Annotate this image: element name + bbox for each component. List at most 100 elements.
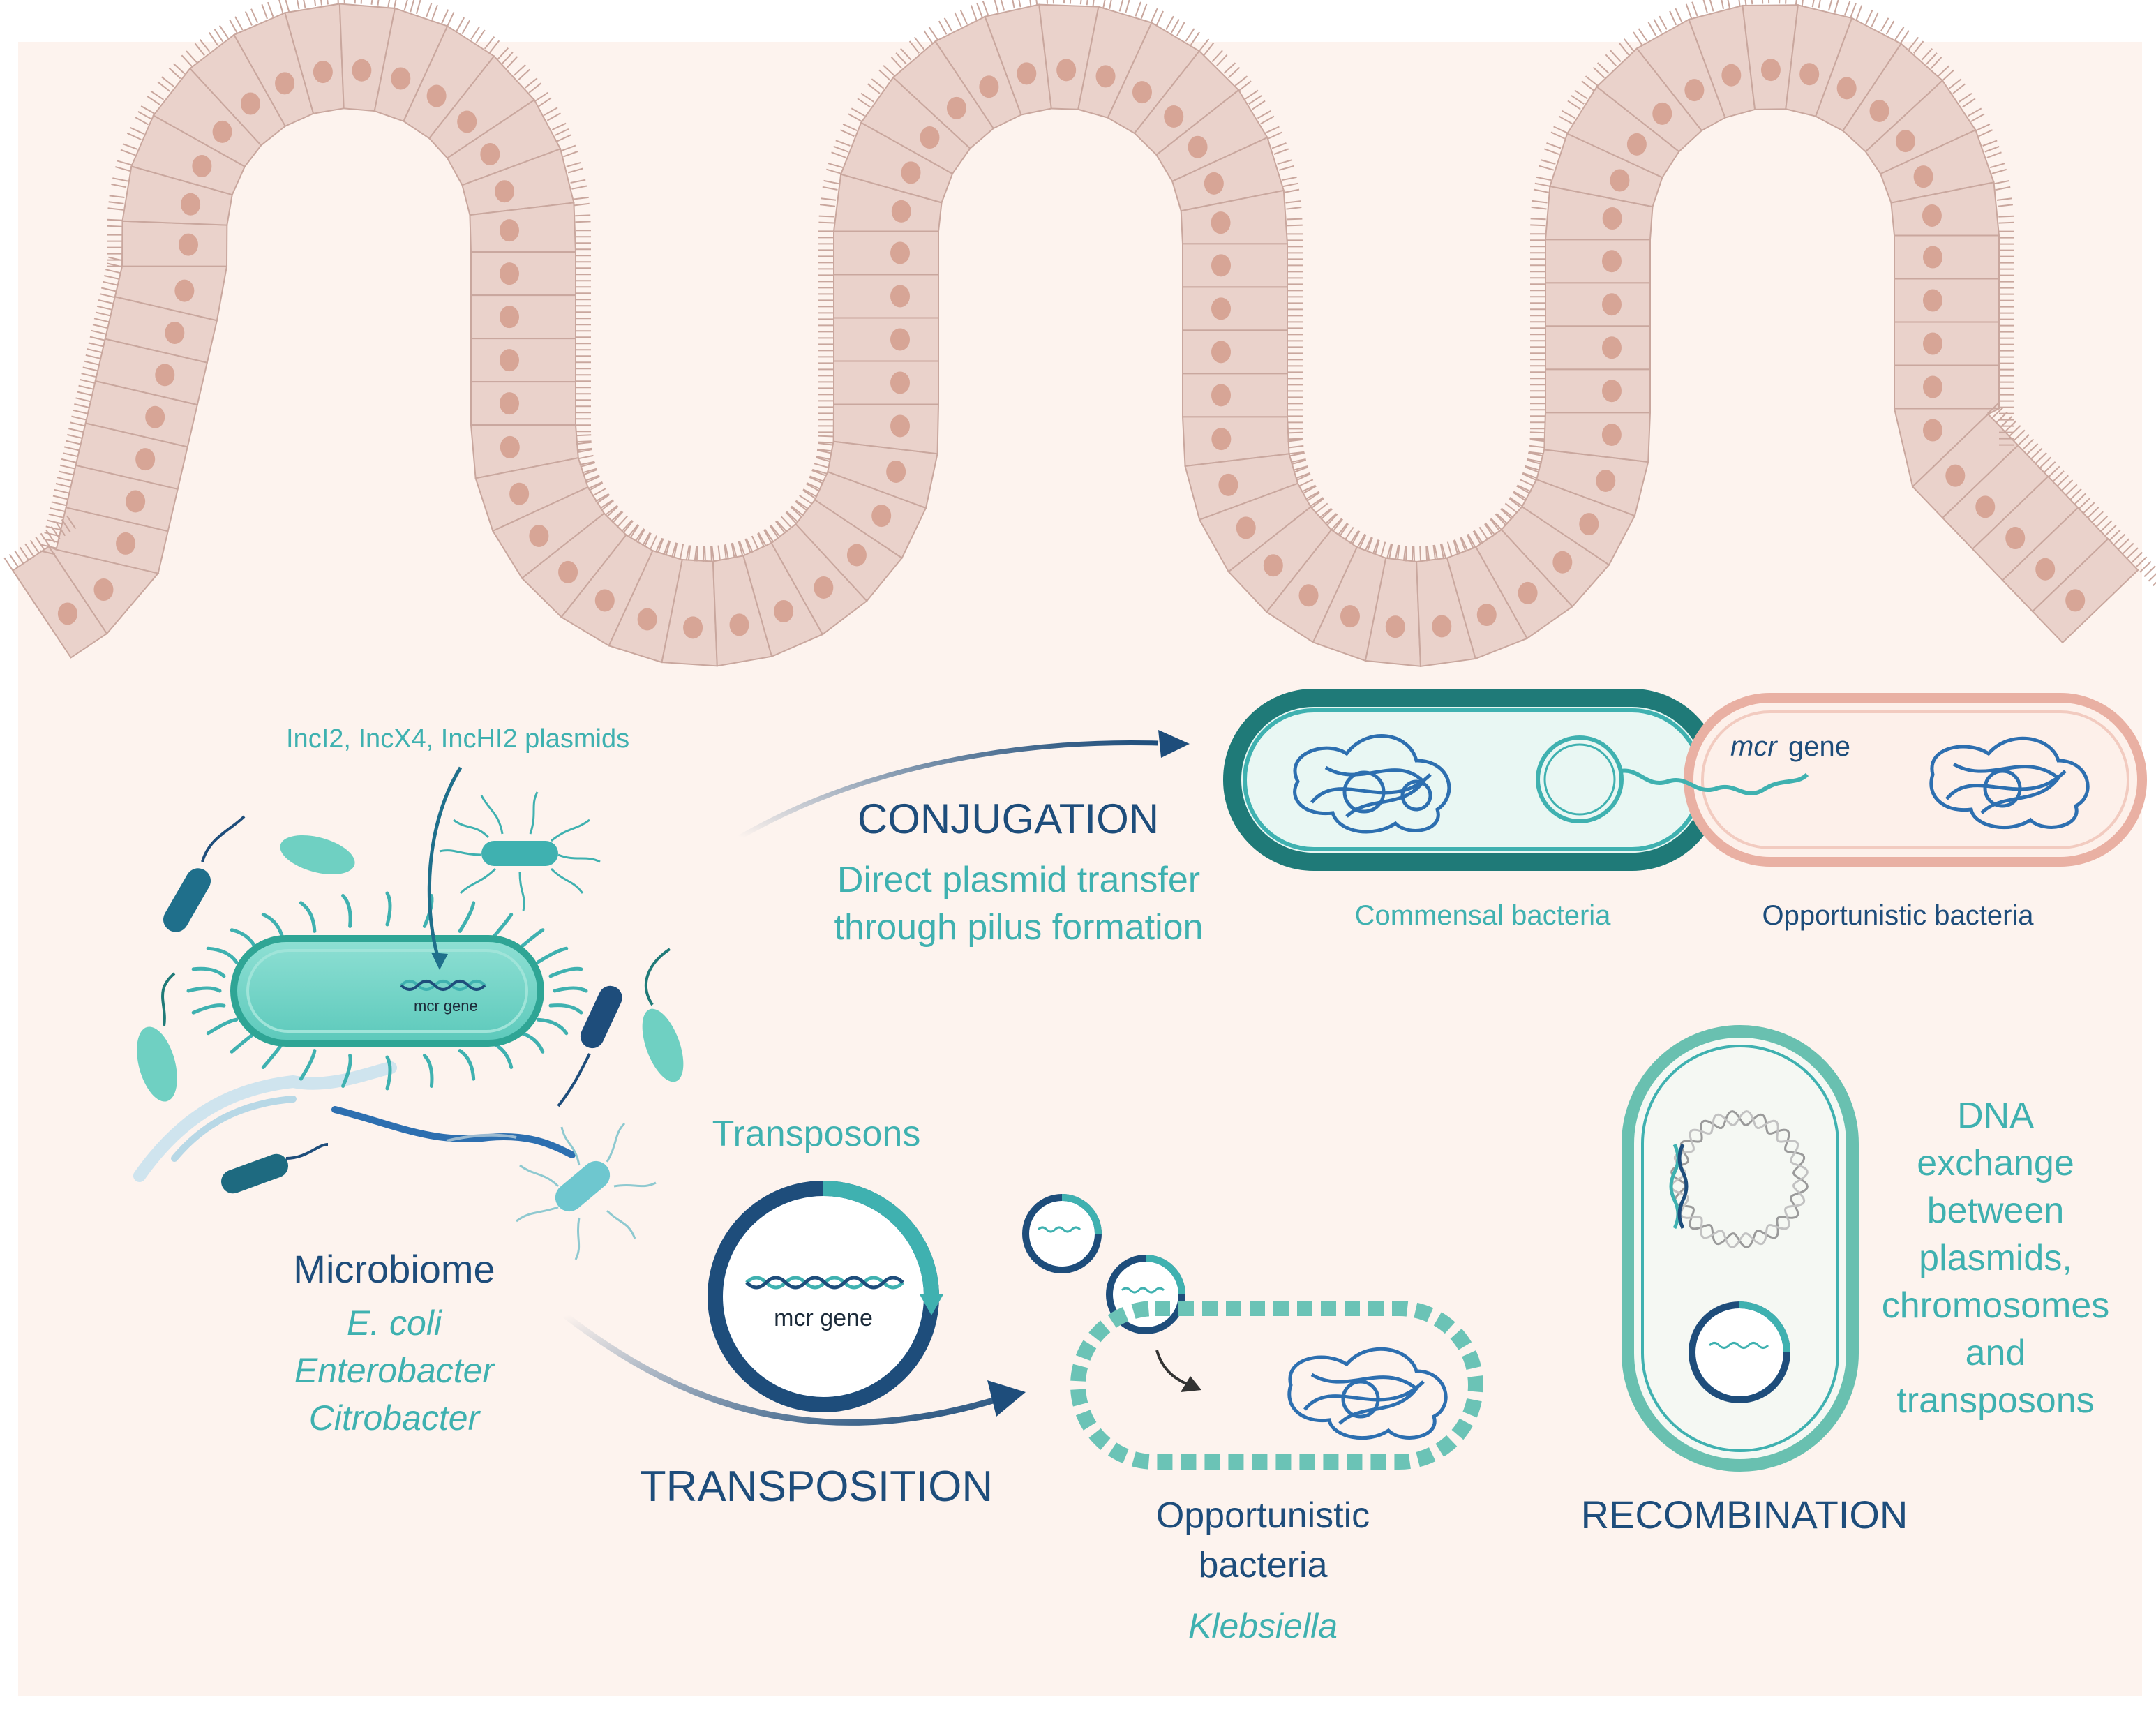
cell-nucleus bbox=[181, 193, 201, 216]
pilus bbox=[553, 986, 588, 993]
pilus bbox=[422, 1054, 434, 1088]
microbiome-cluster bbox=[133, 766, 684, 1260]
pilus bbox=[299, 1049, 317, 1081]
pilus bbox=[385, 891, 392, 927]
cell-nucleus bbox=[774, 599, 794, 622]
cell-nucleus bbox=[683, 616, 703, 639]
conjugation-gene-word: gene bbox=[1788, 731, 1850, 762]
cell-nucleus bbox=[192, 154, 212, 177]
opportunistic-bacteria-line1: Opportunistic bbox=[1155, 1495, 1370, 1536]
cell-nucleus bbox=[116, 532, 136, 555]
epithelial-cell bbox=[833, 317, 939, 362]
cell-nucleus bbox=[1596, 470, 1616, 493]
cell-nucleus bbox=[1017, 62, 1037, 85]
main-bacterium-mcr-helix bbox=[400, 980, 486, 991]
transferring-plasmid bbox=[1536, 735, 1809, 823]
cell-nucleus bbox=[1132, 81, 1152, 104]
cell-nucleus bbox=[391, 67, 411, 90]
main-bacterium bbox=[230, 935, 544, 1047]
cell-nucleus bbox=[2005, 527, 2026, 550]
commensal-bacterium bbox=[1223, 689, 1723, 871]
epithelial-cell bbox=[470, 381, 576, 426]
cell-nucleus bbox=[93, 578, 114, 602]
pilus bbox=[341, 1054, 352, 1088]
cell-nucleus bbox=[1263, 554, 1283, 577]
cell-nucleus bbox=[1211, 211, 1231, 234]
cell-nucleus bbox=[126, 490, 146, 513]
cell-nucleus bbox=[871, 505, 892, 528]
cell-nucleus bbox=[1602, 380, 1622, 403]
pilus bbox=[385, 1055, 392, 1091]
cell-nucleus bbox=[1923, 246, 1942, 269]
klebsiella-cell bbox=[1070, 1301, 1483, 1470]
cell-nucleus bbox=[1211, 297, 1231, 320]
cell-nucleus bbox=[352, 59, 372, 82]
dna-exchange-line5: chromosomes bbox=[1881, 1285, 2110, 1326]
cell-nucleus bbox=[1760, 59, 1781, 82]
epithelial-cell bbox=[1545, 325, 1651, 371]
dna-exchange-line6: and bbox=[1965, 1333, 2026, 1373]
cell-nucleus bbox=[1923, 419, 1942, 442]
cell-nucleus bbox=[1211, 254, 1231, 277]
epithelial-cell bbox=[121, 220, 228, 267]
pilus bbox=[191, 966, 226, 978]
recombination-plasmid bbox=[1689, 1301, 1790, 1403]
cell-nucleus bbox=[1923, 332, 1942, 355]
cell-nucleus bbox=[1211, 384, 1231, 407]
cell-nucleus bbox=[890, 371, 910, 394]
cell-nucleus bbox=[426, 84, 447, 107]
transposons-label: Transposons bbox=[712, 1114, 921, 1154]
plasmid-types-label: IncI2, IncX4, IncHI2 plasmids bbox=[286, 724, 630, 754]
cell-nucleus bbox=[1385, 615, 1405, 638]
opportunistic-bacterium bbox=[1684, 693, 2147, 867]
main-bacterium-pili bbox=[186, 891, 588, 1091]
cell-nucleus bbox=[729, 613, 749, 636]
conjugation-arrow bbox=[738, 740, 1159, 840]
cell-nucleus bbox=[1684, 79, 1705, 102]
cell-nucleus bbox=[500, 219, 519, 242]
epithelial-cell bbox=[1894, 278, 2000, 323]
cell-nucleus bbox=[1552, 551, 1573, 574]
plasmid-entry-arrow bbox=[427, 766, 463, 964]
commensal-chromosome bbox=[1293, 734, 1451, 834]
cell-nucleus bbox=[500, 306, 519, 329]
cell-nucleus bbox=[495, 180, 515, 203]
cell-nucleus bbox=[174, 279, 195, 302]
pilus bbox=[299, 901, 317, 933]
cell-nucleus bbox=[1836, 77, 1857, 100]
main-mcr-gene-label: mcr gene bbox=[414, 997, 478, 1015]
cell-nucleus bbox=[509, 482, 530, 505]
intestinal-epithelium bbox=[3, 0, 2156, 667]
pilus bbox=[536, 946, 569, 964]
cell-nucleus bbox=[1188, 135, 1208, 158]
cell-nucleus bbox=[212, 120, 232, 143]
epithelial-cell bbox=[833, 360, 939, 405]
cell-nucleus bbox=[457, 110, 477, 133]
epithelial-cell bbox=[1894, 364, 2000, 410]
epithelial-cell bbox=[1182, 329, 1288, 375]
recombination-title: RECOMBINATION bbox=[1580, 1493, 1908, 1537]
cell-nucleus bbox=[1610, 169, 1630, 192]
transposon-gene-label: mcr gene bbox=[774, 1305, 873, 1331]
cell-nucleus bbox=[145, 405, 165, 428]
dna-exchange-line7: transposons bbox=[1896, 1380, 2095, 1421]
epithelial-cell bbox=[470, 338, 576, 383]
flagellated-rod-bottom bbox=[516, 1122, 657, 1260]
pilus bbox=[206, 1017, 239, 1036]
opportunistic-bacteria-line2: bacteria bbox=[1198, 1545, 1328, 1585]
epithelial-cell bbox=[1545, 368, 1651, 414]
epithelial-cell bbox=[470, 251, 576, 297]
commensal-label: Commensal bacteria bbox=[1354, 900, 1611, 931]
flagellated-rod-top bbox=[439, 791, 601, 911]
cell-nucleus bbox=[920, 126, 940, 149]
pilus bbox=[458, 1049, 476, 1081]
cell-nucleus bbox=[1602, 293, 1622, 316]
cell-nucleus bbox=[57, 602, 77, 625]
epithelial-cell bbox=[1894, 234, 2000, 280]
cell-nucleus bbox=[1913, 165, 1933, 188]
cell-nucleus bbox=[846, 544, 867, 567]
microvilli-brush-border bbox=[3, 0, 2156, 587]
microbiome-title: Microbiome bbox=[293, 1247, 495, 1291]
cell-nucleus bbox=[1895, 130, 1915, 153]
